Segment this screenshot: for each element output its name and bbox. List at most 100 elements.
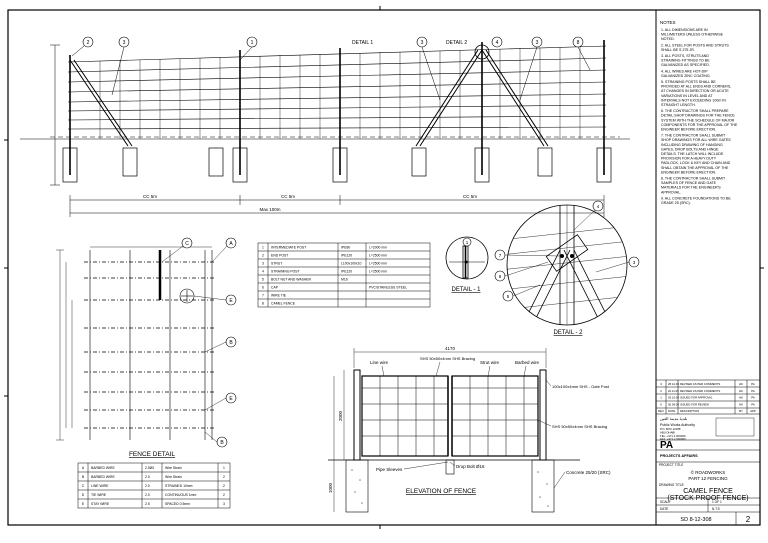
client-address-line: ABU DHABI: [660, 430, 675, 434]
drawing-number: SD 8-12-308: [680, 517, 711, 523]
gate-label-strut: Strut wire: [480, 360, 500, 365]
component-cell: L=2500 mm: [369, 270, 387, 274]
project-line: PART 12 FENCING: [688, 476, 728, 481]
client-name-arabic: بلدية مدينة العين: [660, 416, 687, 421]
detail-2: 4 7 3 6 5 DETAIL - 2: [494, 200, 640, 336]
schedule-cell: CONTINUOUS 1mm: [165, 493, 196, 497]
revision-cell: HK: [739, 396, 743, 400]
meta-label: SCALE: [660, 500, 670, 504]
span-dimension: CC 5m: [281, 194, 295, 199]
client-address-line: FAX: +971 2 000000: [660, 437, 686, 441]
revision-number: 2: [746, 515, 751, 524]
revision-cell: HK: [739, 382, 743, 386]
schedule-cell: BARBED WIRE: [91, 475, 115, 479]
component-number: 8: [262, 302, 264, 306]
component-cell: M16: [341, 278, 348, 282]
schedule-cell: 2.0: [145, 475, 150, 479]
dimension: 4170: [445, 346, 456, 351]
project-line: © ROADWORKS: [691, 469, 726, 475]
revision-cell: REVISED AS PER COMMENTS: [680, 389, 720, 393]
component-cell: L=2500 mm: [369, 262, 387, 266]
gate-label-barbed: Barbed wire: [515, 360, 540, 365]
gate-label-drop-bolt: Drop Bolt Ø16: [456, 464, 485, 469]
revision-cell: 05.09.09: [668, 402, 679, 406]
component-cell: IPE120: [341, 270, 352, 274]
revision-cell: PA: [751, 396, 755, 400]
schedule-cell: Wire Strain: [165, 475, 182, 479]
schedule-cell: 2.0: [145, 484, 150, 488]
span-dimension: CC 5m: [463, 194, 477, 199]
consultant-name: PROJECTS AFFAIRS: [660, 454, 698, 458]
dimension: 2000: [338, 410, 343, 421]
revision-cell: 3: [660, 382, 662, 386]
revision-cell: PA: [751, 382, 755, 386]
fence-detail-drawing: C A E B E B FENCE DETAIL: [56, 237, 237, 509]
component-number: 3: [262, 262, 264, 266]
drawing-title: CAMEL FENCE: [683, 488, 733, 495]
gate-elevation: 4170 2000 1000 Line wire SHS 50x50x4mm S…: [328, 346, 611, 513]
dimension: 1000: [328, 482, 333, 493]
meta-label: DATE: [660, 507, 668, 511]
component-cell: CAMEL FENCE: [271, 302, 296, 306]
component-number: 5: [262, 278, 264, 282]
callout-letter: E: [229, 298, 233, 304]
callout-number: 4: [496, 40, 499, 46]
component-cell: WIRE TIE: [271, 294, 287, 298]
project-label: PROJECT TITLE: [659, 463, 683, 467]
fence-detail-title: FENCE DETAIL: [129, 451, 175, 458]
revision-cell: 22.11.09: [668, 389, 679, 393]
gate-label-line-wire: Line wire: [370, 360, 389, 365]
schedule-cell: STAY WIRE: [91, 502, 110, 506]
schedule-cell: 2.5Ø2: [145, 466, 154, 470]
schedule-cell: STRAINED 10mm: [165, 484, 193, 488]
component-cell: STRAINING POST: [271, 270, 300, 274]
component-number: 1: [262, 246, 264, 250]
schedule-cell: TIE WIRE: [91, 493, 107, 497]
callout-number: 3: [123, 40, 126, 46]
border-ticks: [4, 6, 764, 529]
callout-letter: C: [185, 241, 189, 247]
client-address-line: P.O. BOX 22188: [660, 427, 681, 431]
schedule-cell: BARBED WIRE: [91, 466, 115, 470]
callout-number: 1: [251, 40, 254, 46]
callout-letter: B: [220, 440, 224, 446]
client-address-line: TEL: +971 2 000000: [660, 434, 686, 438]
schedule-letter: A: [82, 466, 85, 470]
schedule-letter: B: [82, 475, 85, 479]
meta-value: 1 OF 1: [712, 500, 722, 504]
schedule-letter: E: [82, 502, 85, 506]
component-cell: IPE120: [341, 254, 352, 258]
schedule-cell: 2.0: [145, 493, 150, 497]
revision-cell: ISSUED FOR REVIEW: [680, 402, 709, 406]
detail-label: DETAIL 1: [352, 40, 373, 46]
component-number: 2: [262, 254, 264, 258]
schedule-cell: 1: [223, 466, 225, 470]
schedule-cell: LINE WIRE: [91, 484, 109, 488]
component-cell: INTERMEDIATE POST: [271, 246, 306, 250]
schedule-cell: SPACED 0.5mm: [165, 502, 190, 506]
revision-cell: PA: [751, 402, 755, 406]
revision-cell: BY: [739, 409, 743, 413]
meta-value: N.T.S: [712, 507, 720, 511]
schedule-cell: 3: [223, 502, 225, 506]
gate-label-frame: SHS 50x50x4mm SHS Bracing: [420, 356, 475, 361]
schedule-cell: 2.5: [145, 502, 150, 506]
schedule-cell: 2: [223, 475, 225, 479]
client-name: Public Works Authority: [660, 423, 695, 427]
detail-label: DETAIL 2: [446, 40, 467, 46]
revision-cell: REVISED AS PER COMMENTS: [680, 382, 720, 386]
callout-number: 2: [87, 40, 90, 46]
gate-elevation-title: ELEVATION OF FENCE: [406, 488, 477, 495]
revision-cell: ISSUED FOR APPROVAL: [680, 396, 713, 400]
callout-number: 3: [421, 40, 424, 46]
component-number: 4: [262, 270, 264, 274]
callout-number: 3: [633, 260, 636, 265]
gate-label-concrete: Concrete 25/20 (SRC): [566, 470, 611, 475]
client-logo-box: [715, 417, 755, 437]
